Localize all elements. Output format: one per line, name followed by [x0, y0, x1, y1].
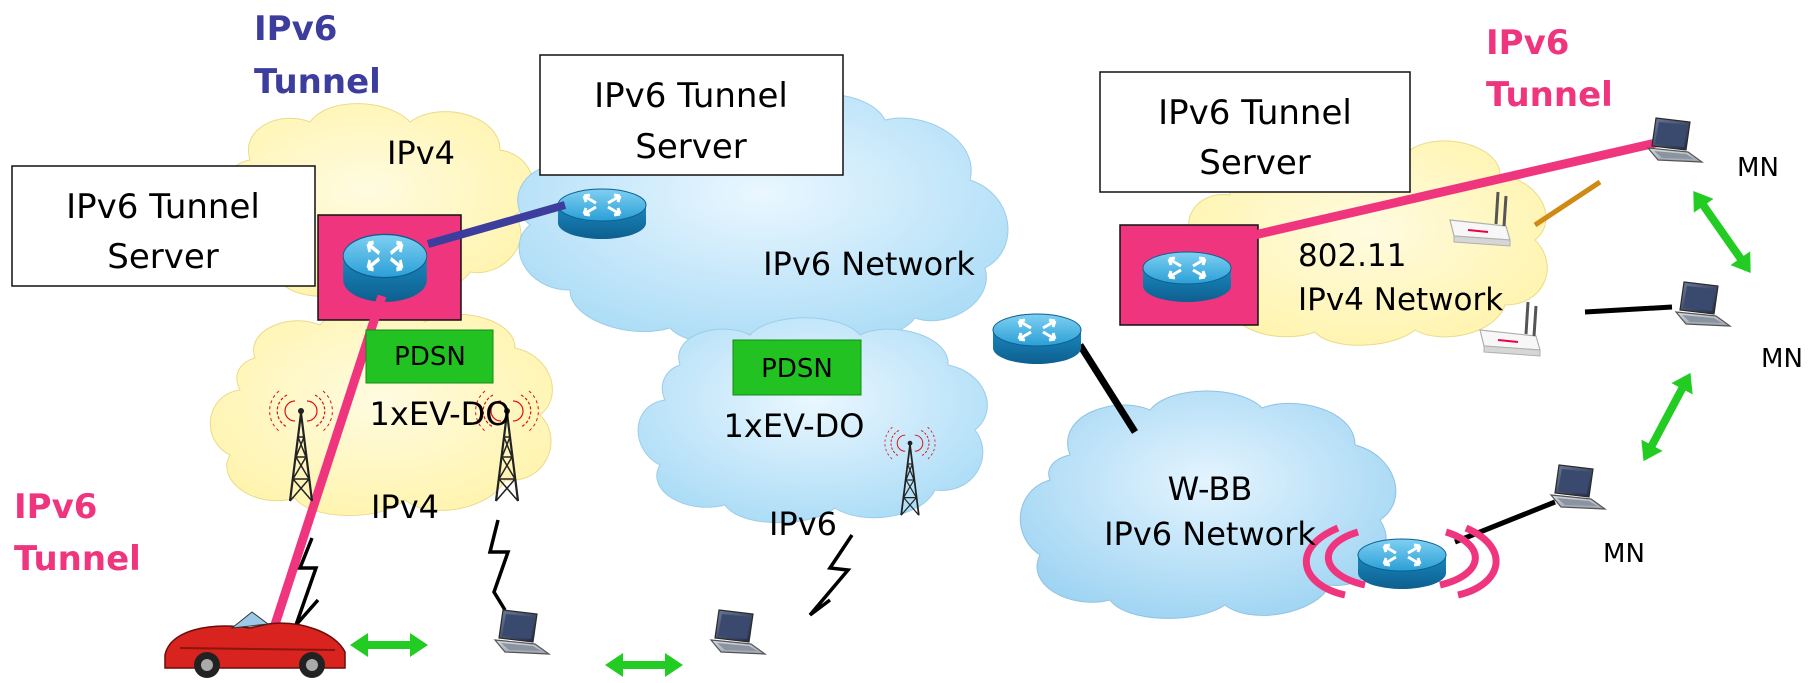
laptop-bottom-left-icon [494, 609, 550, 655]
blue-tunnel-line [426, 201, 567, 248]
green-double-arrows [350, 191, 1751, 677]
wlan-label-line1: 802.11 [1298, 238, 1406, 274]
wbb-label-line1: W-BB [1168, 470, 1253, 508]
tunnel-label-top-left-line2: Tunnel [254, 62, 381, 102]
ipv6-evdo-cloud [637, 317, 988, 524]
ipv4-top-label: IPv4 [387, 134, 455, 172]
mn-bottom-link [1454, 499, 1556, 545]
wlan-label-line2: IPv4 Network [1298, 282, 1503, 318]
left-tunnel-server-box: IPv6 Tunnel Server [11, 165, 316, 287]
laptop-top-right-icon [1647, 117, 1703, 163]
center-router-icon [991, 312, 1083, 366]
right-tunnel-server-box: IPv6 Tunnel Server [1099, 71, 1411, 193]
pdsn-center-label: PDSN [761, 354, 833, 384]
top-tunnel-server-box: IPv6 Tunnel Server [539, 54, 844, 176]
ipv6-network-label: IPv6 Network [763, 245, 975, 283]
mn-bottom-label: MN [1603, 539, 1645, 569]
tunnel-label-bottom-left-line1: IPv6 [14, 487, 97, 527]
tunnel-label-top-right-line2: Tunnel [1486, 75, 1613, 115]
wbb-signal-arcs-icon [1303, 524, 1500, 599]
wbb-ipv6-cloud [1019, 390, 1397, 619]
tunnel-label-top-left-line1: IPv6 [254, 9, 337, 49]
right-server-line1: IPv6 Tunnel [1158, 93, 1352, 133]
evdo-center-label: 1xEV-DO [724, 407, 865, 445]
right-tunnel-router-icon [1141, 250, 1233, 304]
laptop-middle-right-icon [1675, 281, 1731, 327]
evdo-left-label: 1xEV-DO [370, 395, 511, 433]
left-tunnel-router-icon [343, 234, 427, 302]
mn-middle-label: MN [1761, 344, 1803, 374]
tunnel-label-bottom-left-line2: Tunnel [14, 539, 141, 579]
top-router-icon [556, 187, 648, 241]
top-server-line1: IPv6 Tunnel [594, 76, 788, 116]
left-server-line1: IPv6 Tunnel [66, 187, 260, 227]
wbb-router-icon [1356, 537, 1448, 591]
pink-tunnel-line-right [1248, 137, 1662, 241]
mn-middle-link [1584, 304, 1673, 315]
ipv4-bottom-label: IPv4 [371, 488, 439, 526]
pdsn-left-box [365, 329, 494, 384]
tunnel-label-top-right-line1: IPv6 [1486, 23, 1569, 63]
pink-tunnel-line-left [265, 294, 387, 642]
router-to-wbb-link [1077, 343, 1138, 434]
left-server-line2: Server [107, 237, 219, 277]
right-server-line2: Server [1199, 143, 1311, 183]
wbb-label-line2: IPv6 Network [1104, 515, 1316, 553]
mn-top-label: MN [1737, 153, 1779, 183]
wifi-link [1533, 179, 1602, 228]
laptop-bottom-right-icon [1550, 464, 1606, 510]
top-server-line2: Server [635, 127, 747, 167]
lightning-bolt-icons [294, 519, 854, 627]
pdsn-left-label: PDSN [394, 342, 466, 372]
laptop-bottom-center-icon [710, 609, 766, 655]
pdsn-center-box [732, 339, 862, 396]
ipv6-center-label: IPv6 [769, 505, 837, 543]
car-icon [164, 611, 346, 678]
